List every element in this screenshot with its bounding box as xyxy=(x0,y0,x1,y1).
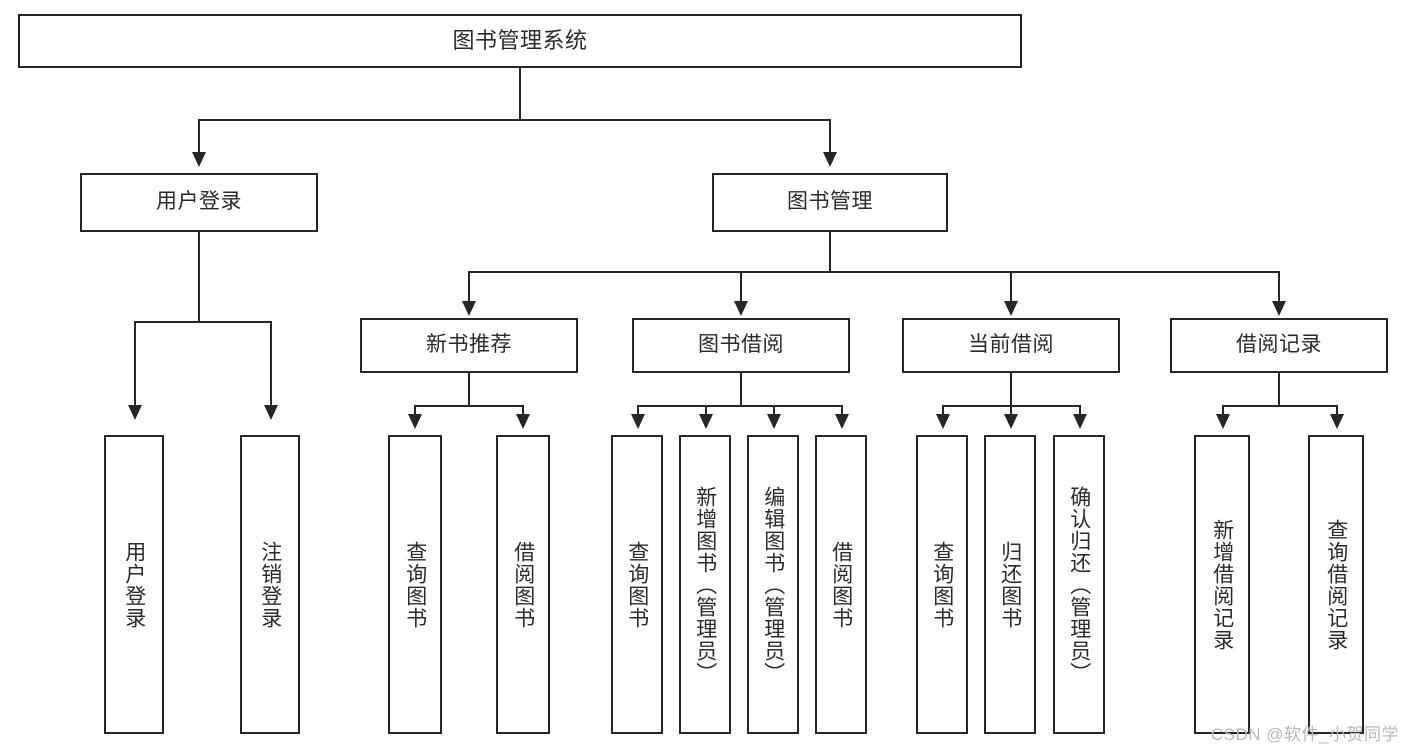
node-label: 查询借阅记录 xyxy=(1324,518,1348,651)
arrowhead-user-login-leaf-2 xyxy=(264,405,278,420)
leaf-book-borrow-query[interactable]: 查询图书 xyxy=(611,435,663,734)
node-label: 查询图书 xyxy=(625,540,649,629)
connector-book-borrow-stem xyxy=(740,373,742,406)
leaf-current-borrow-return[interactable]: 归还图书 xyxy=(984,435,1036,734)
arrowhead-book-manage-record xyxy=(1272,301,1286,316)
arrowhead-new-book-leaf-1 xyxy=(408,414,422,429)
leaf-book-borrow-borrow[interactable]: 借阅图书 xyxy=(815,435,867,734)
node-label: 用户登录 xyxy=(122,540,146,629)
node-label: 新增图书（管理员） xyxy=(693,485,717,684)
arrowhead-book-borrow-leaf-2 xyxy=(699,414,713,429)
arrowhead-current-borrow-leaf-3 xyxy=(1073,414,1087,429)
connector-book-manage-bus xyxy=(468,271,1278,273)
node-label: 借阅记录 xyxy=(1236,333,1322,357)
connector-user-login-stem xyxy=(198,232,200,322)
arrowhead-current-borrow-leaf-1 xyxy=(936,414,950,429)
node-label: 新书推荐 xyxy=(426,333,512,357)
arrowhead-book-borrow-leaf-3 xyxy=(767,414,781,429)
leaf-new-book-query[interactable]: 查询图书 xyxy=(388,435,442,734)
connector-book-borrow-to-leaf-4 xyxy=(841,405,843,417)
connector-user-login-to-leaf-1 xyxy=(134,321,136,407)
connector-borrow-record-bus xyxy=(1222,405,1336,407)
connector-new-book-to-leaf-1 xyxy=(414,405,416,417)
node-label: 图书管理 xyxy=(787,190,873,214)
connector-book-manage-to-current xyxy=(1010,271,1012,303)
node-label: 借阅图书 xyxy=(829,540,853,629)
arrowhead-book-manage-new-book xyxy=(462,301,476,316)
node-label: 当前借阅 xyxy=(968,333,1054,357)
connector-current-borrow-to-leaf-2 xyxy=(1010,405,1012,417)
node-borrow-record[interactable]: 借阅记录 xyxy=(1170,318,1388,373)
node-user-login[interactable]: 用户登录 xyxy=(80,173,318,232)
arrowhead-borrow-record-leaf-2 xyxy=(1330,414,1344,429)
arrowhead-book-borrow-leaf-1 xyxy=(631,414,645,429)
connector-current-borrow-stem xyxy=(1010,373,1012,406)
connector-book-manage-to-record xyxy=(1278,271,1280,303)
connector-book-borrow-to-leaf-3 xyxy=(773,405,775,417)
connector-new-book-to-leaf-2 xyxy=(522,405,524,417)
node-label: 新增借阅记录 xyxy=(1210,518,1234,651)
leaf-borrow-record-add[interactable]: 新增借阅记录 xyxy=(1194,435,1250,734)
node-label: 借阅图书 xyxy=(511,540,535,629)
arrowhead-root-to-book-manage xyxy=(823,152,837,167)
arrowhead-book-borrow-leaf-4 xyxy=(835,414,849,429)
leaf-new-book-borrow[interactable]: 借阅图书 xyxy=(496,435,550,734)
connector-borrow-record-stem xyxy=(1278,373,1280,406)
node-label: 查询图书 xyxy=(403,540,427,629)
connector-current-borrow-to-leaf-3 xyxy=(1079,405,1081,417)
arrowhead-book-manage-current xyxy=(1004,301,1018,316)
node-label: 查询图书 xyxy=(930,540,954,629)
connector-root-stem xyxy=(519,68,521,120)
connector-book-borrow-bus xyxy=(637,405,843,407)
connector-book-borrow-to-leaf-1 xyxy=(637,405,639,417)
connector-current-borrow-to-leaf-1 xyxy=(942,405,944,417)
connector-root-to-book-manage xyxy=(829,119,831,154)
arrowhead-new-book-leaf-2 xyxy=(516,414,530,429)
connector-user-login-to-leaf-2 xyxy=(270,321,272,407)
node-label: 归还图书 xyxy=(998,540,1022,629)
arrowhead-root-to-user-login xyxy=(192,152,206,167)
node-new-book-recommend[interactable]: 新书推荐 xyxy=(360,318,578,373)
node-root-system[interactable]: 图书管理系统 xyxy=(18,14,1022,68)
arrowhead-borrow-record-leaf-1 xyxy=(1216,414,1230,429)
leaf-current-borrow-query[interactable]: 查询图书 xyxy=(916,435,968,734)
arrowhead-current-borrow-leaf-2 xyxy=(1004,414,1018,429)
connector-new-book-stem xyxy=(468,373,470,406)
node-label: 图书借阅 xyxy=(698,333,784,357)
leaf-current-borrow-confirm[interactable]: 确认归还（管理员） xyxy=(1053,435,1105,734)
node-label: 注销登录 xyxy=(258,540,282,629)
node-label: 用户登录 xyxy=(156,190,242,214)
connector-root-bus xyxy=(198,119,831,121)
connector-book-borrow-to-leaf-2 xyxy=(705,405,707,417)
node-label: 确认归还（管理员） xyxy=(1067,485,1091,684)
connector-book-manage-to-new-book xyxy=(468,271,470,303)
leaf-user-login-login[interactable]: 用户登录 xyxy=(104,435,164,734)
connector-book-manage-stem xyxy=(829,232,831,272)
node-book-borrow[interactable]: 图书借阅 xyxy=(632,318,850,373)
arrowhead-user-login-leaf-1 xyxy=(128,405,142,420)
leaf-book-borrow-edit[interactable]: 编辑图书（管理员） xyxy=(747,435,799,734)
node-label: 编辑图书（管理员） xyxy=(761,485,785,684)
connector-root-to-user-login xyxy=(198,119,200,154)
node-label: 图书管理系统 xyxy=(452,28,588,54)
leaf-book-borrow-add[interactable]: 新增图书（管理员） xyxy=(679,435,731,734)
connector-borrow-record-to-leaf-1 xyxy=(1222,405,1224,417)
node-current-borrow[interactable]: 当前借阅 xyxy=(902,318,1120,373)
leaf-user-login-logout[interactable]: 注销登录 xyxy=(240,435,300,734)
node-book-management[interactable]: 图书管理 xyxy=(712,173,948,232)
arrowhead-book-manage-borrow xyxy=(734,301,748,316)
connector-book-manage-to-borrow xyxy=(740,271,742,303)
leaf-borrow-record-query[interactable]: 查询借阅记录 xyxy=(1308,435,1364,734)
connector-new-book-bus xyxy=(414,405,522,407)
connector-borrow-record-to-leaf-2 xyxy=(1336,405,1338,417)
connector-user-login-bus xyxy=(134,321,270,323)
